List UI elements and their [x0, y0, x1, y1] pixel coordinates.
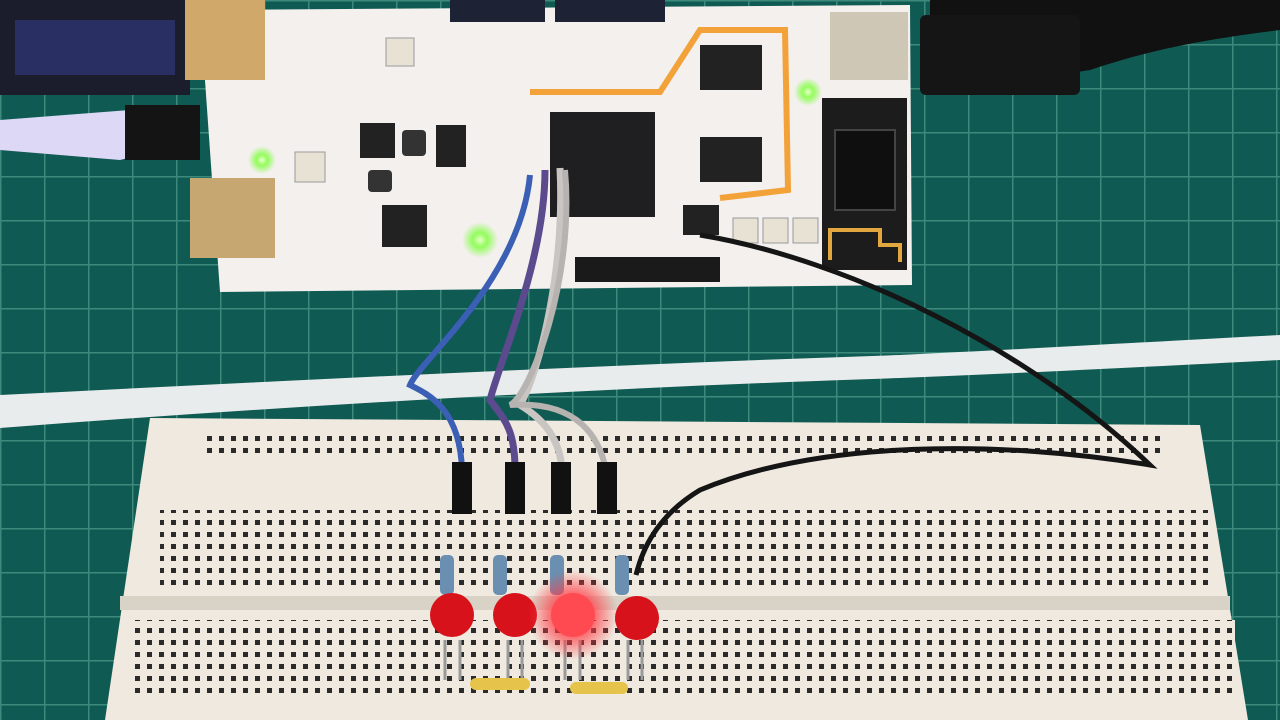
bb-center-gap	[120, 596, 1230, 610]
button-2	[762, 217, 789, 244]
bb-main-area-top	[160, 510, 1210, 590]
header-top-1	[450, 0, 545, 22]
wire-purple	[486, 169, 549, 471]
ethernet-port	[190, 178, 275, 258]
hdmi-port	[185, 0, 265, 80]
dev-board	[185, 0, 912, 292]
wire-blue	[406, 174, 533, 471]
breadboard	[105, 418, 1248, 720]
header-bottom	[575, 257, 720, 282]
led-3	[551, 593, 595, 637]
wifi-antenna-trace	[828, 228, 902, 262]
ram-chip-2	[700, 137, 762, 182]
button-3	[792, 217, 819, 244]
usb-port-right	[830, 12, 908, 80]
yellow-jumper-2	[570, 682, 628, 694]
black-plug-left	[125, 105, 200, 160]
led-1	[430, 593, 474, 637]
white-cable-left	[0, 110, 165, 160]
bb-top-rail	[205, 436, 1165, 458]
button-1	[732, 217, 759, 244]
flat-ribbon-cable	[0, 335, 1280, 428]
resistor-4	[615, 555, 629, 595]
ram-chip-1	[700, 45, 762, 90]
inductor-2	[368, 170, 392, 192]
button-left	[294, 151, 326, 183]
led-2	[493, 593, 537, 637]
wifi-shield	[834, 129, 896, 211]
button-top	[385, 37, 415, 67]
status-led-2	[462, 222, 498, 258]
header-jtag	[683, 205, 719, 235]
pcb-trace	[530, 27, 792, 201]
status-led-1	[248, 146, 276, 174]
chip-small-1	[360, 123, 395, 158]
led-4	[615, 596, 659, 640]
header-2x3	[436, 125, 466, 167]
plug-1	[452, 462, 472, 514]
plug-2	[505, 462, 525, 514]
leds	[430, 570, 659, 660]
wire-gray-1	[515, 167, 566, 471]
hdmi-cable-strip	[15, 20, 175, 75]
chip-small-2	[382, 205, 427, 247]
yellow-jumper-1	[470, 678, 530, 690]
resistor-1	[440, 555, 454, 595]
plug-3	[551, 462, 571, 514]
bb-main-area-bottom	[135, 620, 1235, 700]
resistor-2	[493, 555, 507, 595]
wire-black	[633, 232, 1158, 576]
status-led-3	[794, 78, 822, 106]
plug-4	[597, 462, 617, 514]
wire-gray-2	[508, 169, 609, 471]
inductor-1	[402, 130, 426, 156]
usb-plug	[920, 15, 1080, 95]
header-top-2	[555, 0, 665, 22]
